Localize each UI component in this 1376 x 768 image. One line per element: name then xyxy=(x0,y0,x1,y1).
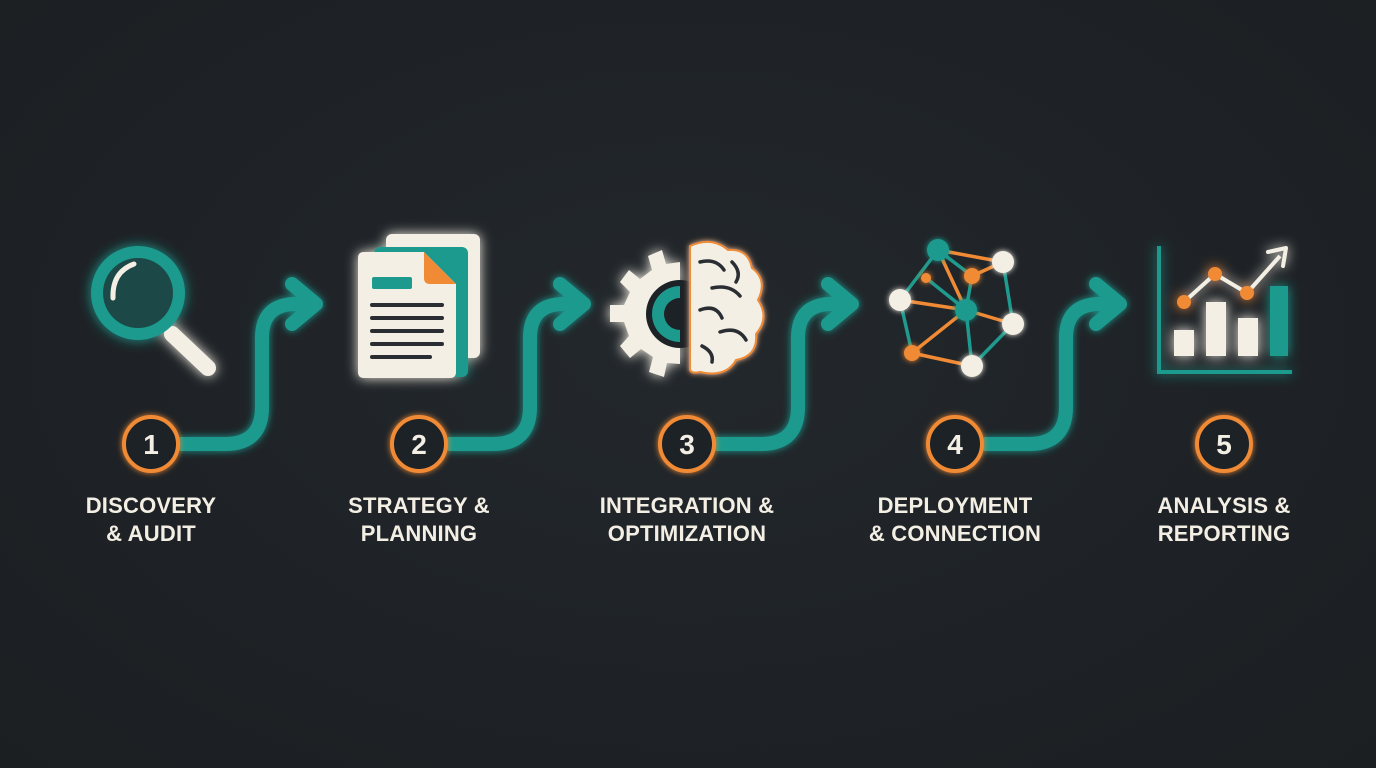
step-badge-4: 4 xyxy=(926,415,984,473)
step-label-1-line1: DISCOVERY xyxy=(85,493,217,518)
connector-arrowhead-3 xyxy=(821,277,859,331)
network-icon xyxy=(889,239,1024,377)
connector-arrow-1 xyxy=(175,297,319,451)
connector-arrow-4 xyxy=(979,297,1123,451)
connector-arrowhead-4 xyxy=(1089,277,1127,331)
step-number-3: 3 xyxy=(679,429,695,460)
step-label-3-line1: INTEGRATION & xyxy=(599,493,775,518)
step-label-4-line1: DEPLOYMENT xyxy=(877,493,1033,518)
step-label-2-line2: PLANNING xyxy=(360,521,478,546)
step-label-1: DISCOVERY & AUDIT xyxy=(41,492,261,548)
connector-arrowhead-1 xyxy=(285,277,323,331)
growth-chart-icon xyxy=(1157,246,1292,374)
step-badge-3: 3 xyxy=(658,415,716,473)
step-label-5: ANALYSIS & REPORTING xyxy=(1114,492,1334,548)
step-badge-2: 2 xyxy=(390,415,448,473)
step-label-5-line2: REPORTING xyxy=(1157,521,1291,546)
step-label-2-line1: STRATEGY & xyxy=(348,493,490,518)
step-number-2: 2 xyxy=(411,429,427,460)
connector-arrow-3 xyxy=(711,297,855,451)
step-label-4: DEPLOYMENT & CONNECTION xyxy=(845,492,1065,548)
gear-brain-icon xyxy=(610,240,765,377)
step-label-3: INTEGRATION & OPTIMIZATION xyxy=(577,492,797,548)
step-badge-5: 5 xyxy=(1195,415,1253,473)
step-label-4-line2: & CONNECTION xyxy=(868,521,1042,546)
document-icon xyxy=(358,234,480,378)
step-number-1: 1 xyxy=(143,429,159,460)
connector-arrow-2 xyxy=(443,297,587,451)
magnifying-glass-icon xyxy=(91,246,216,376)
step-badge-1: 1 xyxy=(122,415,180,473)
step-label-2: STRATEGY & PLANNING xyxy=(309,492,529,548)
step-label-5-line1: ANALYSIS & xyxy=(1157,493,1291,518)
step-number-4: 4 xyxy=(947,429,963,460)
connector-arrowhead-2 xyxy=(553,277,591,331)
step-number-5: 5 xyxy=(1216,429,1232,460)
step-label-3-line2: OPTIMIZATION xyxy=(607,521,767,546)
step-label-1-line2: & AUDIT xyxy=(106,521,196,546)
